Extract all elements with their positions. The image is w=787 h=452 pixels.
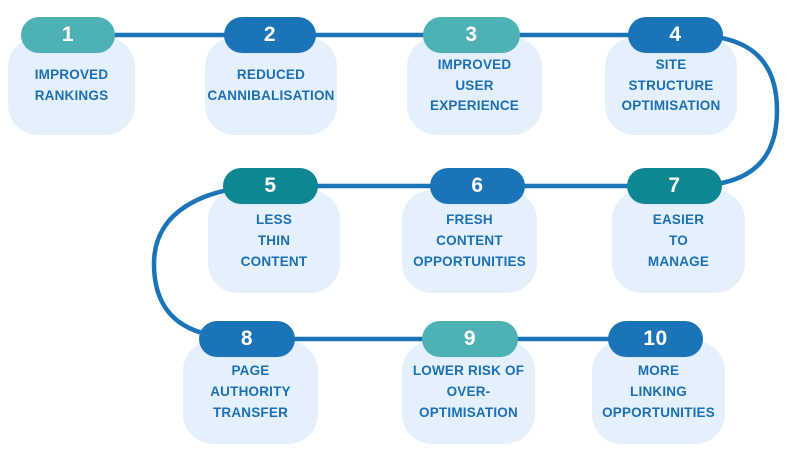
step-number-2: 2 xyxy=(263,23,277,46)
step-card-6: FRESH CONTENT OPPORTUNITIES xyxy=(402,190,537,293)
step-card-9: LOWER RISK OF OVER- OPTIMISATION xyxy=(402,341,535,444)
step-card-7: EASIER TO MANAGE xyxy=(612,190,745,293)
step-card-8: PAGE AUTHORITY TRANSFER xyxy=(183,341,318,444)
step-label-6: FRESH CONTENT OPPORTUNITIES xyxy=(413,212,526,269)
step-card-5: LESS THIN CONTENT xyxy=(208,190,340,293)
step-number-pill-5: 5 xyxy=(223,168,318,204)
step-number-1: 1 xyxy=(61,23,75,46)
step-label-2: REDUCED CANNIBALISATION xyxy=(207,67,335,103)
step-label-3: IMPROVED USER EXPERIENCE xyxy=(429,56,520,114)
step-number-pill-1: 1 xyxy=(21,17,115,53)
step-card-3: IMPROVED USER EXPERIENCE xyxy=(407,37,542,135)
step-number-pill-4: 4 xyxy=(628,17,723,53)
step-label-10: MORE LINKING OPPORTUNITIES xyxy=(602,363,715,420)
step-number-pill-9: 9 xyxy=(422,321,518,357)
step-number-6: 6 xyxy=(471,174,484,197)
step-label-5: LESS THIN CONTENT xyxy=(240,212,308,269)
step-number-pill-2: 2 xyxy=(224,17,316,53)
step-card-10: MORE LINKING OPPORTUNITIES xyxy=(592,341,725,444)
step-label-7: EASIER TO MANAGE xyxy=(647,212,710,269)
step-number-10: 10 xyxy=(643,327,668,350)
step-number-3: 3 xyxy=(465,23,478,46)
step-number-4: 4 xyxy=(669,23,682,46)
step-label-1: IMPROVED RANKINGS xyxy=(34,67,109,103)
step-number-pill-6: 6 xyxy=(430,168,525,204)
step-number-5: 5 xyxy=(264,174,277,197)
step-number-8: 8 xyxy=(240,327,254,350)
step-number-pill-8: 8 xyxy=(199,321,295,357)
step-card-4: SITE STRUCTURE OPTIMISATION xyxy=(605,37,737,135)
step-card-1: IMPROVED RANKINGS xyxy=(8,37,135,135)
step-number-9: 9 xyxy=(463,327,477,350)
step-label-4: SITE STRUCTURE OPTIMISATION xyxy=(621,56,721,114)
step-number-pill-7: 7 xyxy=(627,168,722,204)
step-label-9: LOWER RISK OF OVER- OPTIMISATION xyxy=(412,363,525,420)
step-number-pill-3: 3 xyxy=(423,17,520,53)
step-number-pill-10: 10 xyxy=(608,321,703,357)
step-card-2: REDUCED CANNIBALISATION xyxy=(205,37,337,135)
step-number-7: 7 xyxy=(668,174,681,197)
step-label-8: PAGE AUTHORITY TRANSFER xyxy=(210,363,291,420)
